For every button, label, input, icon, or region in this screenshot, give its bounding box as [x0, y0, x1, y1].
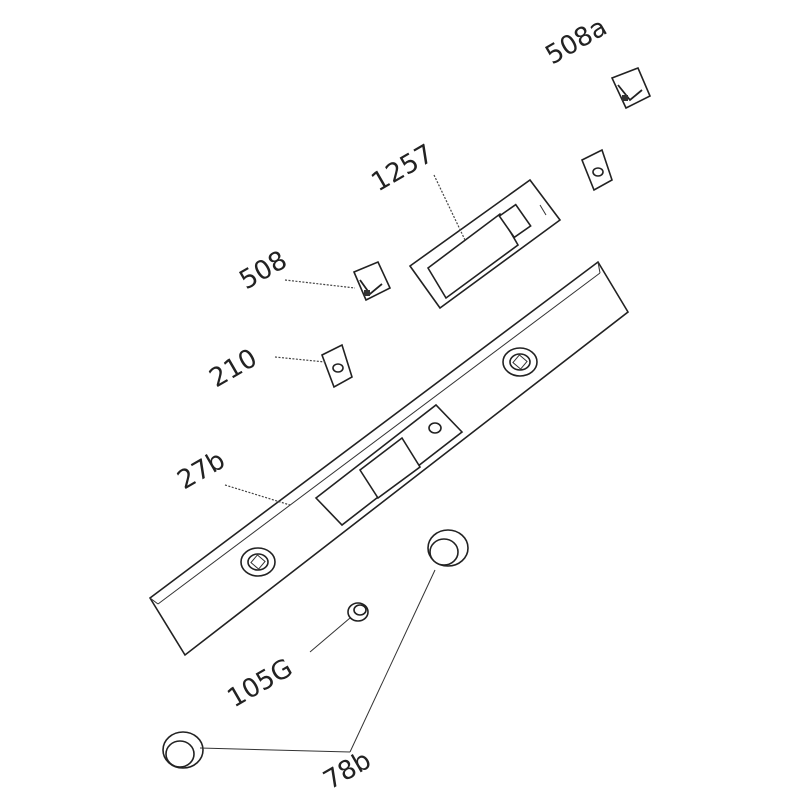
label-210: 210	[205, 343, 263, 394]
screw-hole-right	[502, 347, 538, 377]
part-210-clip	[320, 343, 353, 389]
part-508-clip	[352, 260, 392, 302]
label-27b: 27b	[173, 445, 231, 496]
label-78b: 78b	[319, 745, 377, 796]
part-1257-housing	[408, 178, 562, 310]
screw-hole-left	[240, 547, 276, 577]
leader-lines	[199, 174, 466, 753]
part-105G-pin	[347, 602, 369, 622]
latch-opening	[314, 403, 464, 527]
part-27b-bar	[148, 260, 630, 657]
clip-part	[580, 148, 613, 192]
part-78b-plug-lower	[162, 731, 204, 769]
label-508: 508	[235, 245, 293, 296]
part-508a-clip	[610, 66, 652, 110]
label-105G: 105G	[223, 653, 298, 714]
label-508a: 508a	[541, 12, 613, 71]
part-78b-plug-upper	[427, 529, 469, 567]
label-1257: 1257	[367, 139, 439, 198]
